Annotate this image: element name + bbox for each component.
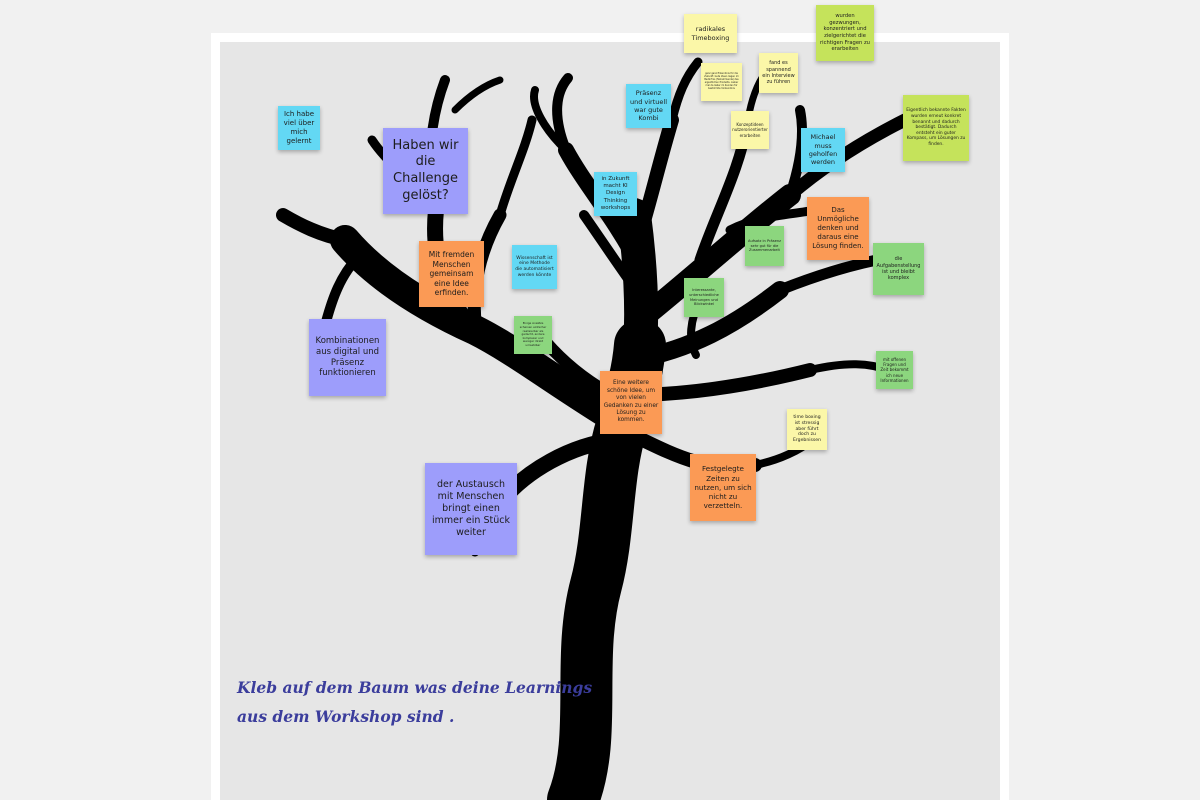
sticky-note-wissenschaft[interactable]: Wissenschaft ist eine Methode die automa… <box>512 245 557 289</box>
sticky-note-text: ganz ganz Erkenntnis für die Zukunft: Gu… <box>704 72 739 90</box>
sticky-note-text: in Zukunft macht KI Design Thinking work… <box>600 176 631 211</box>
sticky-note-aufsatz-praesenz[interactable]: Aufsatz in Präsenz sehr gut für die Zusa… <box>745 226 784 266</box>
sticky-note-unmoegliche[interactable]: Das Unmögliche denken und daraus eine Lö… <box>807 197 869 260</box>
tree-branch <box>579 210 641 295</box>
sticky-note-schoene-idee[interactable]: Eine weitere schöne Idee, um von vielen … <box>600 371 662 434</box>
tree-branch <box>623 281 789 369</box>
tree-branch <box>667 57 703 125</box>
sticky-note-text: Präsenz und virtuell war gute Kombi <box>629 89 668 123</box>
sticky-note-text: Aufsatz in Präsenz sehr gut für die Zusa… <box>748 239 781 253</box>
tree-branch <box>785 105 807 200</box>
sticky-note-konzeptideen[interactable]: Konzeptideen nutzerorientierter erarbeit… <box>731 111 769 149</box>
sticky-note-interessante-meinungen[interactable]: Interessante, unterschiedliche Meinungen… <box>684 278 724 317</box>
sticky-note-text: wurden gezwungen, konzentriert und zielg… <box>820 13 870 53</box>
sticky-note-ki-design[interactable]: in Zukunft macht KI Design Thinking work… <box>594 172 637 216</box>
sticky-note-time-boxing[interactable]: time boxing ist stressig aber führt doch… <box>787 409 827 450</box>
sticky-note-einige-ansaetze[interactable]: Einige Ansätze scheinen einfacher realis… <box>514 316 552 354</box>
sticky-note-text: Wissenschaft ist eine Methode die automa… <box>515 255 554 278</box>
sticky-note-text: Eigentlich bekannte Fakten wurden erneut… <box>906 108 966 148</box>
sticky-note-text: Ich habe viel über mich gelernt <box>283 110 315 145</box>
sticky-note-text: Einige Ansätze scheinen einfacher realis… <box>519 321 547 347</box>
sticky-note-text: mit offenen Fragen und Zeit bekommt ich … <box>880 357 909 383</box>
sticky-note-gezwungen[interactable]: wurden gezwungen, konzentriert und zielg… <box>816 5 874 61</box>
sticky-note-challenge-question[interactable]: Haben wir die Challenge gelöst? <box>383 128 468 214</box>
sticky-note-festgelegte-zeiten[interactable]: Festgelegte Zeiten zu nutzen, um sich ni… <box>690 454 756 521</box>
sticky-note-praesenz-virtuell[interactable]: Präsenz und virtuell war gute Kombi <box>626 84 671 128</box>
tree-branch <box>276 208 352 247</box>
sticky-note-text: Das Unmögliche denken und daraus eine Lö… <box>812 206 864 250</box>
tree-branch <box>495 115 537 220</box>
tree-branch <box>552 73 573 155</box>
board-instruction-text: Kleb auf dem Baum was deine Learnings au… <box>237 673 593 731</box>
sticky-note-aufgabenstellung[interactable]: die Aufgabenstellung ist und bleibt komp… <box>873 243 924 295</box>
sticky-note-text: time boxing ist stressig aber führt doch… <box>792 414 822 444</box>
tree-branch <box>321 250 365 327</box>
sticky-note-text: Konzeptideen nutzerorientierter erarbeit… <box>732 122 768 138</box>
sticky-note-radikales-timeboxing[interactable]: radikales Timeboxing <box>684 14 737 53</box>
sticky-note-kombinationen[interactable]: Kombinationen aus digital und Präsenz fu… <box>309 319 386 396</box>
sticky-note-offenen-fragen[interactable]: mit offenen Fragen und Zeit bekommt ich … <box>876 351 913 389</box>
sticky-note-text: Michael muss geholfen werden <box>808 133 838 167</box>
sticky-note-text: Kombinationen aus digital und Präsenz fu… <box>315 335 380 379</box>
tree-branch <box>783 113 912 202</box>
instruction-line-2: aus dem Workshop sind . <box>237 707 455 726</box>
sticky-note-viel-gelernt[interactable]: Ich habe viel über mich gelernt <box>278 106 320 150</box>
tree-branch <box>629 184 801 331</box>
sticky-note-kleine-erkenntnis[interactable]: ganz ganz Erkenntnis für die Zukunft: Gu… <box>701 63 742 101</box>
sticky-note-text: fand es spannend ein Interview zu führen <box>762 60 795 86</box>
sticky-note-text: die Aufgabenstellung ist und bleibt komp… <box>876 256 921 282</box>
sticky-note-fremde-menschen[interactable]: Mit fremden Menschen gemeinsam eine Idee… <box>419 241 484 307</box>
sticky-note-austausch[interactable]: der Austausch mit Menschen bringt einen … <box>425 463 517 555</box>
tree-branch <box>633 113 679 242</box>
sticky-note-text: Mit fremden Menschen gemeinsam eine Idee… <box>428 250 475 298</box>
sticky-note-text: der Austausch mit Menschen bringt einen … <box>432 478 510 539</box>
instruction-line-1: Kleb auf dem Baum was deine Learnings <box>237 678 593 697</box>
sticky-note-bekannte-fakten[interactable]: Eigentlich bekannte Fakten wurden erneut… <box>903 95 969 161</box>
tree-branch <box>451 76 504 114</box>
tree-branch <box>530 86 570 154</box>
sticky-note-text: Festgelegte Zeiten zu nutzen, um sich ni… <box>694 464 752 511</box>
sticky-note-text: Interessante, unterschiedliche Meinungen… <box>689 288 719 307</box>
sticky-note-text: Eine weitere schöne Idee, um von vielen … <box>603 380 659 424</box>
sticky-note-text: Haben wir die Challenge gelöst? <box>392 137 459 203</box>
sticky-note-text: radikales Timeboxing <box>691 25 730 42</box>
sticky-note-interview[interactable]: fand es spannend ein Interview zu führen <box>759 53 798 93</box>
sticky-note-michael[interactable]: Michael muss geholfen werden <box>801 128 845 172</box>
